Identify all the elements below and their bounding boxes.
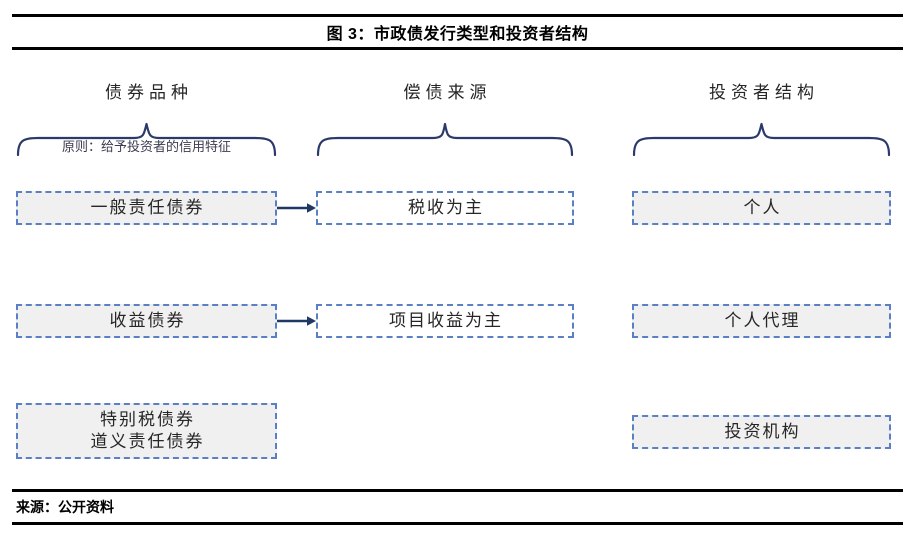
column-header-repay-source: 偿债来源 bbox=[403, 83, 492, 102]
principle-note: 原则：给予投资者的信用特征 bbox=[61, 139, 231, 154]
box-label-line-2: 道义责任债券 bbox=[90, 432, 205, 451]
arrow-right-icon-row-2 bbox=[277, 314, 317, 328]
box-label: 投资机构 bbox=[724, 421, 801, 441]
box-label: 项目收益为主 bbox=[389, 310, 503, 330]
box-repay-source-tax[interactable]: 税收为主 bbox=[316, 191, 574, 225]
box-label: 一般责任债券 bbox=[90, 197, 205, 217]
box-label: 个人 bbox=[743, 197, 782, 217]
box-label-line-1: 特别税债券 bbox=[100, 409, 195, 429]
box-investor-individual-agency[interactable]: 个人代理 bbox=[632, 304, 891, 338]
arrow-right-icon-row-1 bbox=[277, 201, 317, 215]
column-header-bond-type: 债券品种 bbox=[105, 83, 193, 102]
box-label: 税收为主 bbox=[408, 197, 484, 217]
box-label: 个人代理 bbox=[724, 310, 801, 330]
box-investor-institution[interactable]: 投资机构 bbox=[632, 415, 891, 449]
box-bond-type-revenue[interactable]: 收益债券 bbox=[16, 304, 277, 338]
figure-title-band: 图 3：市政债发行类型和投资者结构 bbox=[12, 14, 903, 50]
curly-brace-down-icon-repay-source bbox=[316, 112, 574, 156]
source-label: 来源：公开资料 bbox=[16, 499, 114, 515]
page-title: 图 3：市政债发行类型和投资者结构 bbox=[326, 26, 589, 43]
curly-brace-down-icon-bond-type bbox=[16, 112, 277, 156]
figure-source-band: 来源：公开资料 bbox=[12, 489, 903, 525]
box-label: 收益债券 bbox=[109, 310, 186, 330]
box-bond-type-special-tax-moral-obligation[interactable]: 特别税债券 道义责任债券 bbox=[16, 403, 277, 459]
curly-brace-down-icon-investor-mix bbox=[632, 112, 891, 156]
column-header-investor-mix: 投资者结构 bbox=[709, 83, 819, 102]
box-bond-type-general-obligation[interactable]: 一般责任债券 bbox=[16, 191, 277, 225]
box-repay-source-project-revenue[interactable]: 项目收益为主 bbox=[316, 304, 574, 338]
box-investor-individual[interactable]: 个人 bbox=[632, 191, 891, 225]
